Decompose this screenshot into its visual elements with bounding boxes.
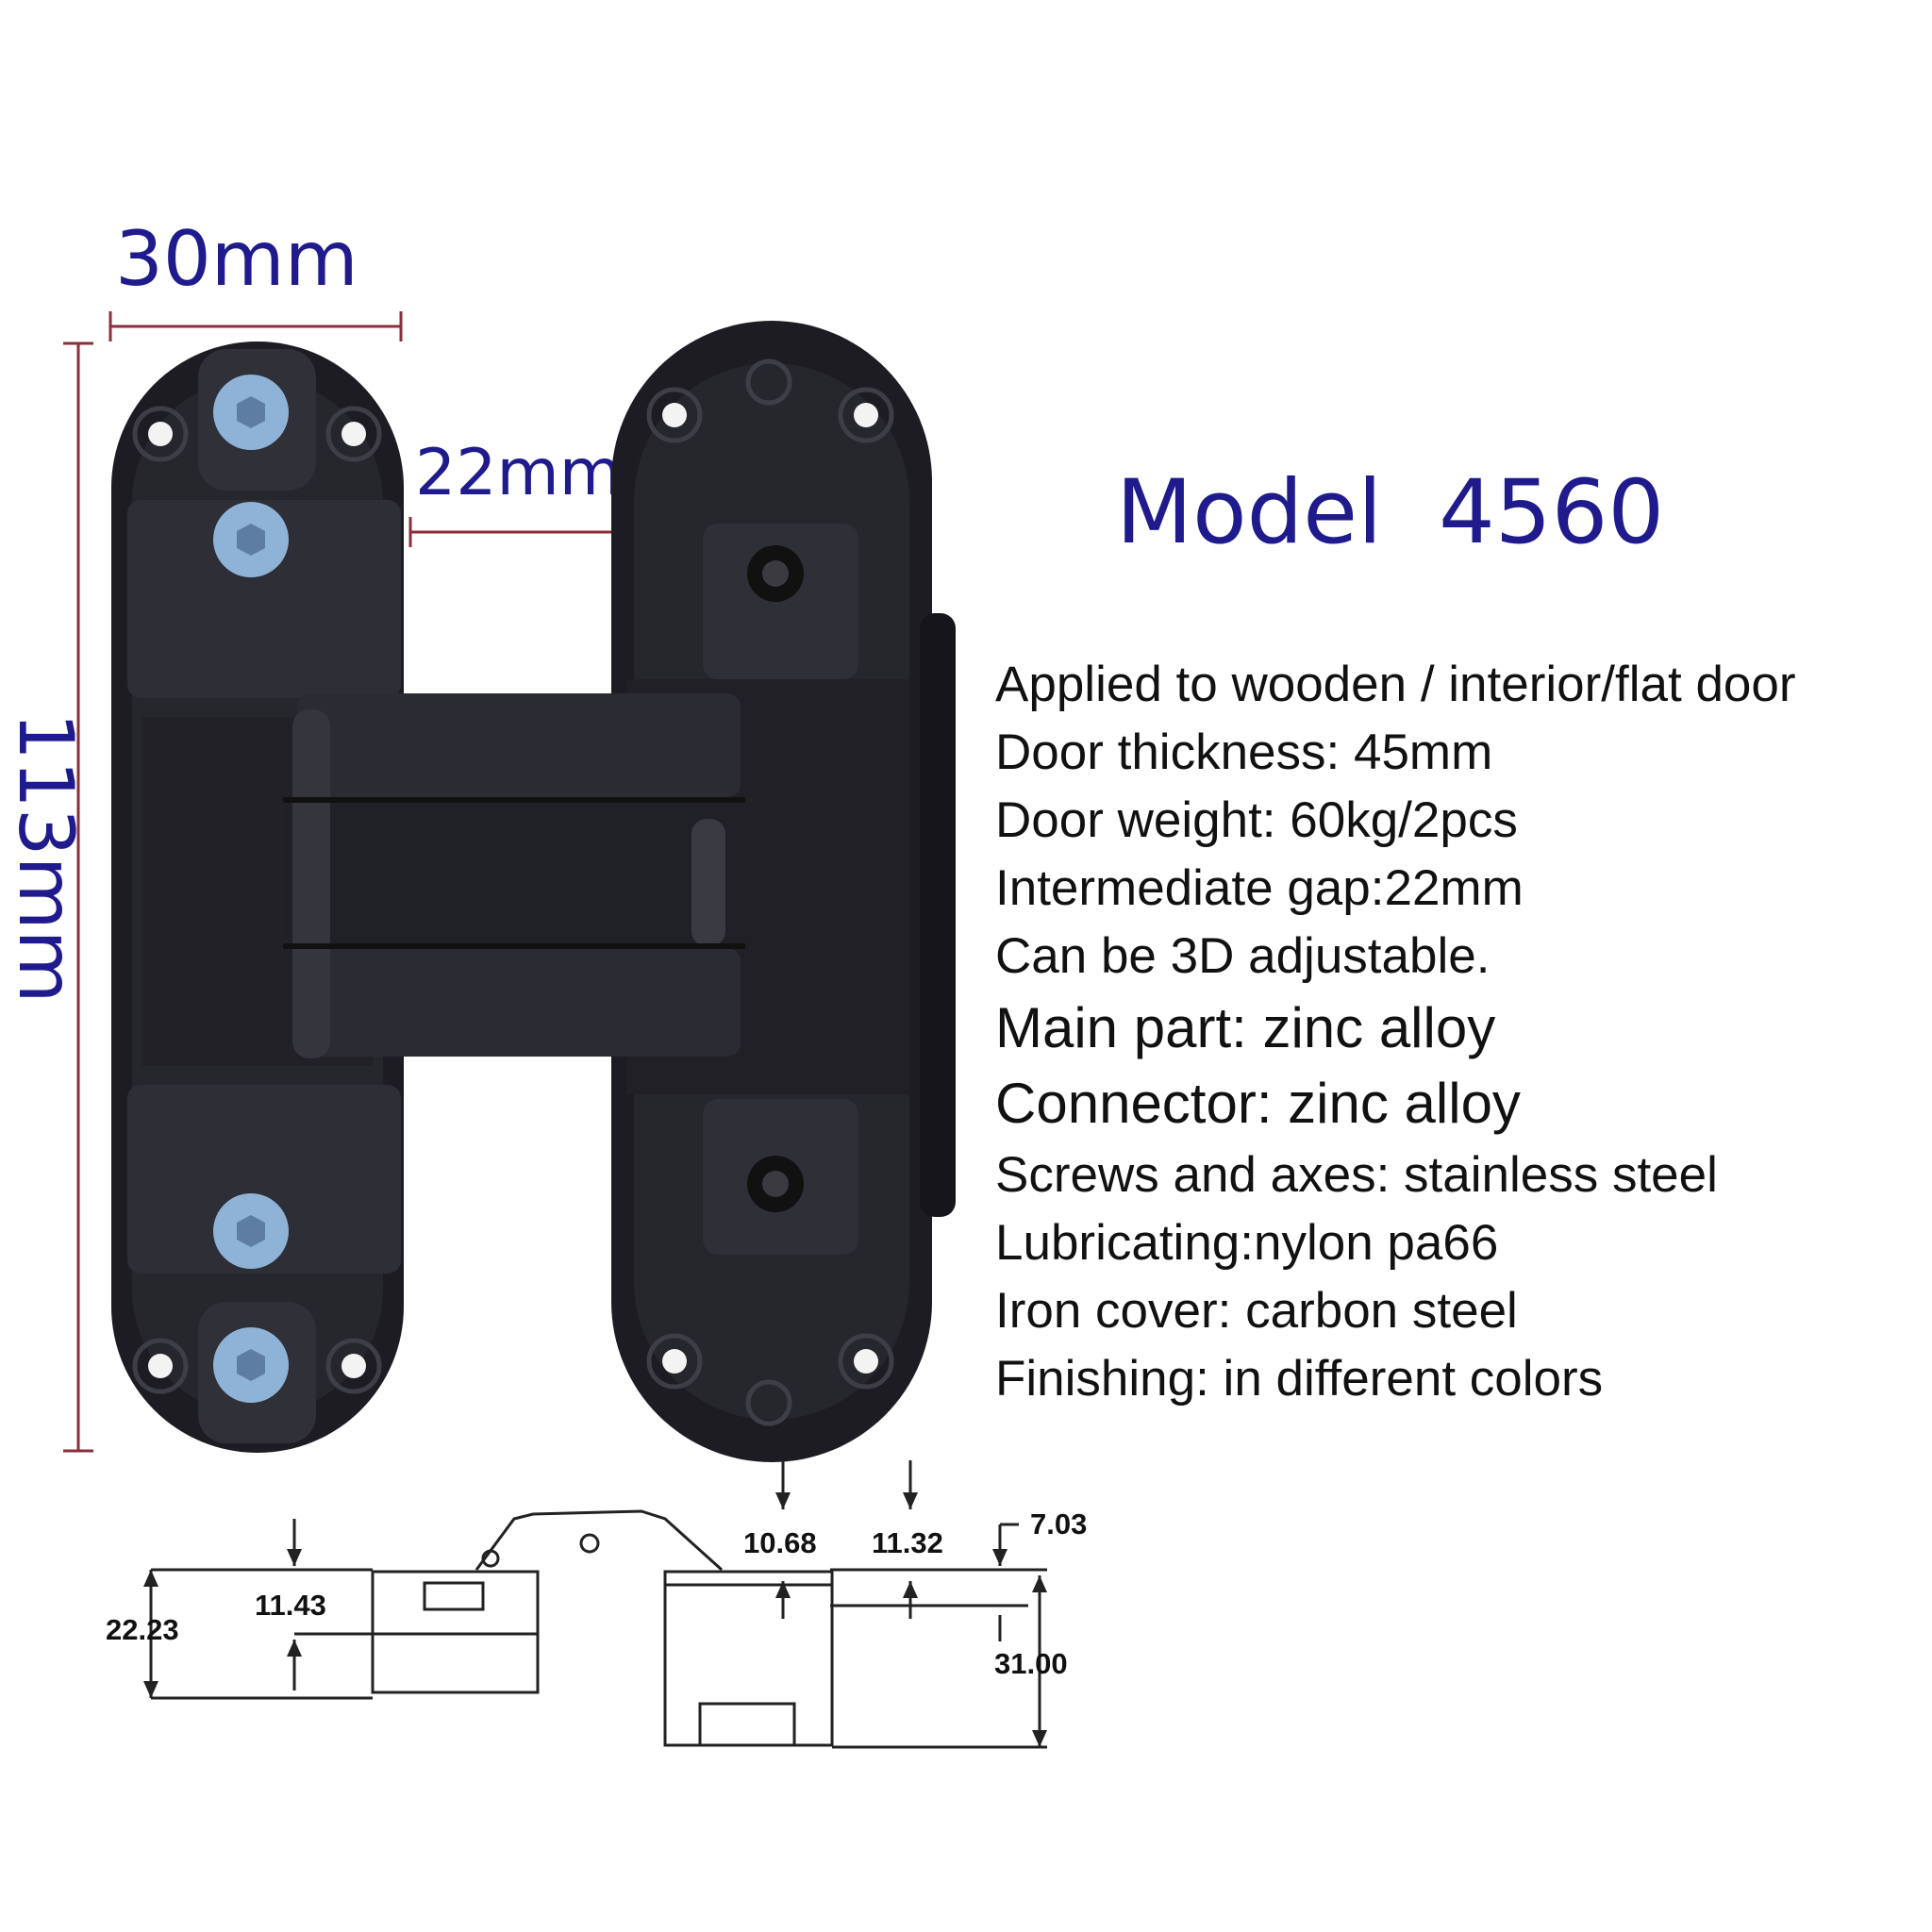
dim-10-68: 10.68 bbox=[743, 1526, 817, 1559]
spec-item: Door thickness: 45mm bbox=[995, 724, 1493, 780]
spec-item: Screws and axes: stainless steel bbox=[995, 1147, 1718, 1203]
drawing-dimension-labels: 22.23 11.43 10.68 11.32 7.03 31.00 bbox=[106, 1507, 1087, 1680]
gap-dimension-label: 22mm bbox=[415, 436, 623, 510]
left-hinge-plate bbox=[111, 341, 404, 1453]
spec-item: Intermediate gap:22mm bbox=[995, 860, 1524, 916]
model-title: Model 4560 bbox=[1116, 461, 1665, 564]
spec-item: Door weight: 60kg/2pcs bbox=[995, 792, 1518, 848]
spec-item: Applied to wooden / interior/flat door bbox=[995, 657, 1796, 712]
dim-22-23: 22.23 bbox=[106, 1613, 179, 1646]
dim-11-43: 11.43 bbox=[255, 1589, 326, 1622]
pivot-arms bbox=[283, 693, 745, 1058]
dim-7-03: 7.03 bbox=[1030, 1507, 1087, 1541]
spec-item: Main part: zinc alloy bbox=[995, 996, 1496, 1059]
spec-item: Finishing: in different colors bbox=[995, 1351, 1604, 1407]
blue-screws bbox=[213, 375, 289, 1403]
dim-31-00: 31.00 bbox=[994, 1647, 1068, 1680]
right-hinge-plate bbox=[611, 321, 956, 1462]
dim-11-32: 11.32 bbox=[872, 1526, 943, 1559]
width-dimension-label: 30mm bbox=[115, 215, 358, 303]
spec-list: Applied to wooden / interior/flat door D… bbox=[995, 651, 1796, 1413]
cross-section-drawing bbox=[149, 1460, 1047, 1749]
spec-item: Lubricating:nylon pa66 bbox=[995, 1215, 1499, 1271]
spec-item: Connector: zinc alloy bbox=[995, 1072, 1521, 1135]
spec-item: Iron cover: carbon steel bbox=[995, 1283, 1518, 1339]
spec-item: Can be 3D adjustable. bbox=[995, 928, 1491, 984]
dimension-arrows bbox=[143, 1492, 1047, 1747]
